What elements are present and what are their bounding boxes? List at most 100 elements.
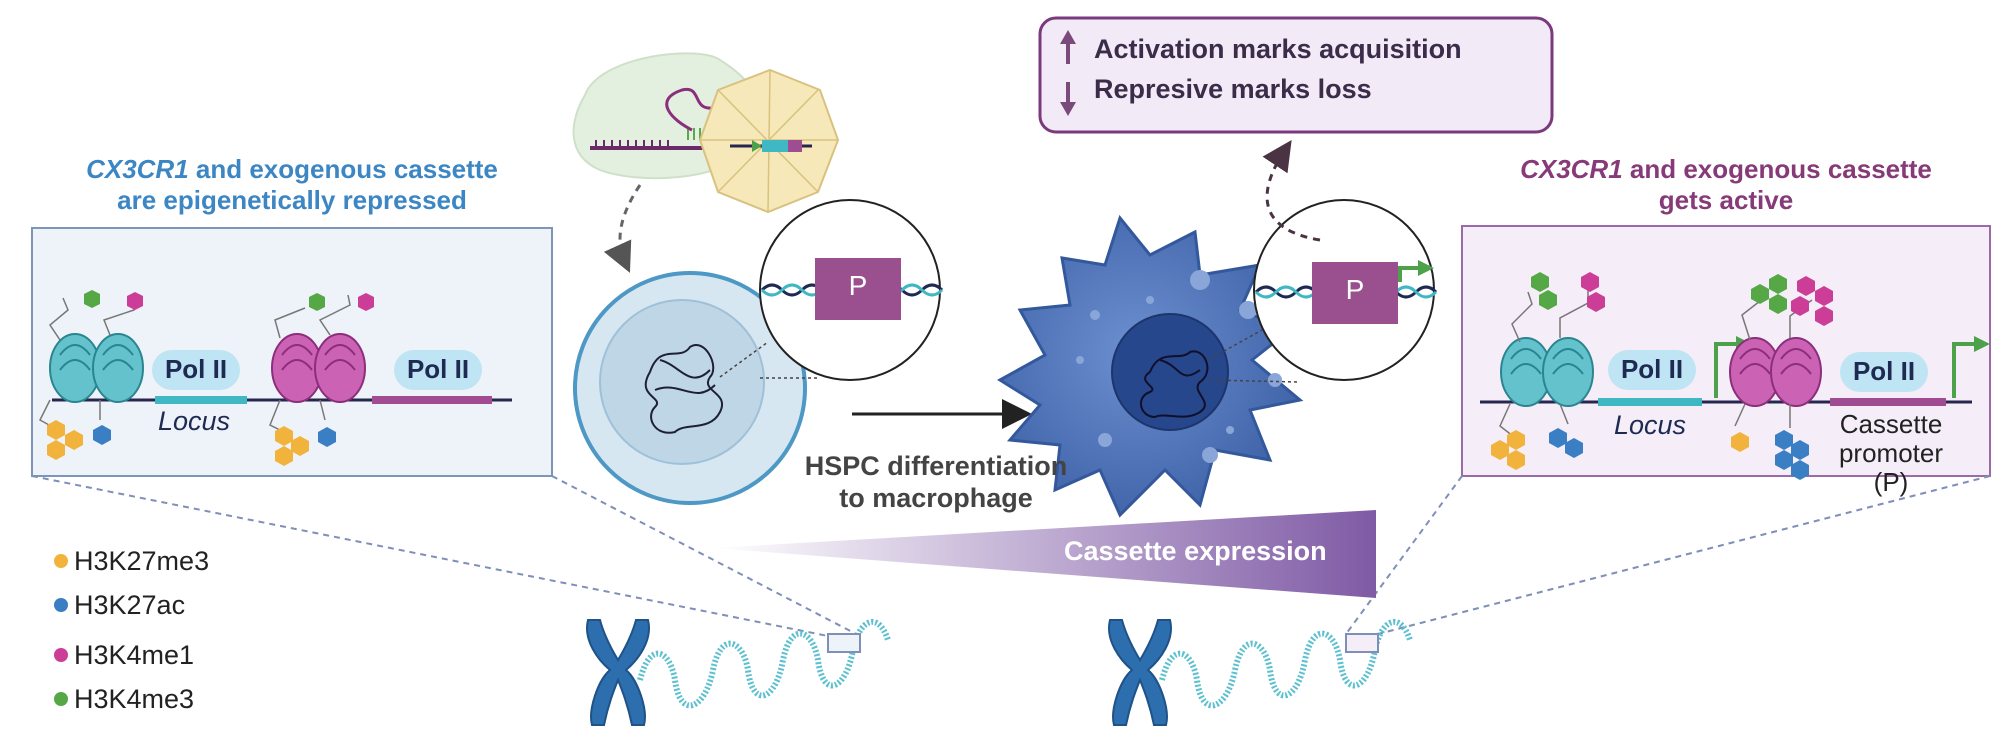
h3k4me1-mark <box>127 292 143 310</box>
guide-rna-loop <box>665 87 713 132</box>
locus-highlight-right <box>1345 633 1379 653</box>
chromatin-tangle <box>644 344 723 434</box>
h3k4me3-cluster <box>1531 272 1787 314</box>
differentiation-line1: HSPC differentiation <box>804 451 1068 481</box>
right-title-gene: CX3CR1 <box>1520 154 1623 184</box>
cassette-expression-label: Cassette expression <box>1064 536 1327 566</box>
cassette-segment <box>372 396 492 404</box>
guide-rna <box>687 128 707 140</box>
promoter-label-macrophage: P <box>1345 274 1365 305</box>
zoom-line <box>1377 475 1991 635</box>
tss-arrow <box>1714 342 1738 398</box>
h3k4me3-legend-icon <box>54 692 68 706</box>
h3k27ac-cluster <box>1549 428 1809 480</box>
locus-segment <box>155 396 247 404</box>
right-title-line2: gets active <box>1658 185 1794 215</box>
left-panel-title: CX3CR1 and exogenous cassette are epigen… <box>32 154 552 216</box>
h3k27ac-mark <box>93 425 111 445</box>
h3k4me1-mark <box>358 293 374 311</box>
legend-item: H3K4me1 <box>54 638 194 672</box>
cassette-arrow <box>752 140 762 152</box>
zoom-line <box>31 475 829 637</box>
h3k27ac-legend-icon <box>54 598 68 612</box>
nucleosome-magenta-left <box>271 333 366 403</box>
up-arrow-head <box>1060 30 1076 44</box>
cassette-segment <box>1830 398 1946 406</box>
h3k4me3-mark <box>84 290 100 308</box>
legend-item: H3K4me3 <box>54 682 194 716</box>
tss-arrow <box>1952 342 1976 398</box>
pol-ii-label-left-1: Pol II <box>164 354 228 384</box>
locus-label-left: Locus <box>158 406 231 436</box>
left-title-line2: are epigenetically repressed <box>117 185 467 215</box>
hspc-nucleus <box>599 299 765 465</box>
tss-arrow <box>1398 266 1420 282</box>
locus-highlight-left <box>827 633 861 653</box>
tss-arrowhead <box>1418 260 1434 276</box>
legend-item: H3K27me3 <box>54 544 209 578</box>
cassette-promoter-small <box>788 140 802 152</box>
chromatin-tangle <box>1140 350 1209 419</box>
pol-ii-pill <box>1840 352 1928 392</box>
left-title-rest: and exogenous cassette <box>188 154 498 184</box>
h3k4me1-cluster <box>1581 272 1833 326</box>
legend-label: H3K4me3 <box>74 683 195 714</box>
delivery-arrow <box>603 184 642 273</box>
macrophage-nucleus <box>1111 313 1229 431</box>
right-panel-title: CX3CR1 and exogenous cassette gets activ… <box>1462 154 1990 216</box>
chromosome-left <box>586 619 650 726</box>
vesicles <box>1076 270 1282 463</box>
locus-segment <box>1598 398 1702 406</box>
h3k27ac-mark <box>318 427 336 447</box>
cassette-gene <box>762 140 788 152</box>
legend-label: H3K4me1 <box>74 639 195 670</box>
h3k4me1-legend-icon <box>54 648 68 662</box>
right-title-rest: and exogenous cassette <box>1622 154 1932 184</box>
differentiation-line2: to macrophage <box>839 483 1033 513</box>
zoom-line <box>719 341 769 378</box>
dna-ticks <box>595 140 669 148</box>
nucleosome-magenta-right <box>1729 337 1822 407</box>
pol-ii-pill <box>1608 350 1696 390</box>
nucleosome-teal-left <box>49 333 144 403</box>
pol-ii-label-right-1: Pol II <box>1620 354 1684 384</box>
h3k27me3-cluster-left <box>47 420 309 466</box>
histone-tails-right <box>1499 289 1813 441</box>
left-title-gene: CX3CR1 <box>86 154 189 184</box>
legend-label: H3K27me3 <box>74 545 210 576</box>
marks-line1: Activation marks acquisition <box>1094 34 1462 64</box>
promoter-box-hspc <box>815 258 901 320</box>
promoter-label-hspc: P <box>848 270 868 301</box>
nucleosome-teal-right <box>1500 337 1594 407</box>
pol-ii-label-left-2: Pol II <box>406 354 470 384</box>
cassette-label-line2: promoter <box>1838 438 1944 468</box>
differentiation-label: HSPC differentiation to macrophage <box>776 450 1096 514</box>
pol-ii-pill <box>152 350 240 390</box>
pol-ii-pill <box>394 350 482 390</box>
tss-arrowhead <box>1974 336 1990 352</box>
pol-ii-label-right-2: Pol II <box>1852 356 1916 386</box>
legend-item: H3K27ac <box>54 588 185 622</box>
cassette-label-line3: (P) <box>1873 467 1909 497</box>
legend-label: H3K27ac <box>74 589 186 620</box>
chromatin-fiber-right <box>1159 618 1413 709</box>
chromosome-right <box>1108 619 1172 726</box>
epigenetic-change-arrow <box>1262 140 1321 242</box>
zoom-line <box>1209 379 1299 383</box>
marks-line2: Represive marks loss <box>1094 74 1372 104</box>
expression-wedge <box>712 510 1376 598</box>
cassette-label-line1: Cassette <box>1839 409 1943 439</box>
h3k27me3-legend-icon <box>54 554 68 568</box>
h3k4me3-mark <box>309 293 325 311</box>
zoom-line <box>1207 329 1263 361</box>
zoom-line <box>551 475 861 637</box>
down-arrow-head <box>1060 102 1076 116</box>
h3k27me3-cluster-right <box>1491 430 1749 470</box>
locus-label-right: Locus <box>1614 410 1687 440</box>
promoter-box-macrophage <box>1312 262 1398 324</box>
chromatin-fiber-left <box>637 618 891 709</box>
cassette-promoter-label: Cassette promoter (P) <box>1826 410 1956 497</box>
marks-box <box>1038 16 1554 134</box>
